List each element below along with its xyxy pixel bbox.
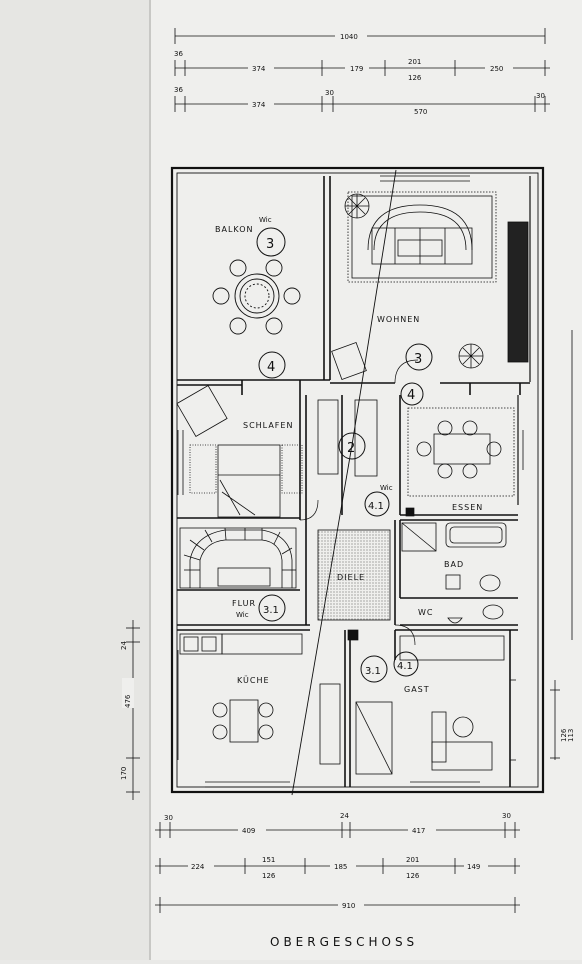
marker-wohnen-3: 3 — [414, 352, 422, 367]
right-dimensions — [550, 330, 573, 760]
room-labels: BALKON Wic WOHNEN SCHLAFEN ESSEN Wic BAD… — [215, 216, 483, 694]
balkon-table-set — [212, 259, 301, 335]
dim-top-r2-5: 250 — [490, 65, 503, 73]
dim-top-r3-4: 30 — [536, 92, 545, 100]
note-essen-wic: Wic — [380, 484, 393, 492]
marker-center-2: 2 — [347, 441, 355, 456]
dim-top-r3-1: 374 — [252, 101, 266, 109]
plant-icon — [344, 193, 484, 369]
section-lines — [291, 169, 397, 796]
dim-top-r2-3: 201 — [408, 58, 421, 66]
room-label-schlafen: SCHLAFEN — [243, 421, 293, 430]
marker-essen-41: 4.1 — [368, 501, 384, 512]
left-page — [0, 0, 152, 960]
marker-gast-41: 4.1 — [397, 661, 413, 672]
marker-wohnen-4: 4 — [407, 388, 415, 403]
kueche-furniture — [179, 633, 341, 765]
room-label-flur: FLUR — [232, 599, 256, 608]
dim-top-r3-2: 30 — [325, 89, 334, 97]
plan-title: OBERGESCHOSS — [270, 935, 418, 949]
dim-top-r2-1: 374 — [252, 65, 266, 73]
dim-bottom-r2-3: 185 — [334, 863, 347, 871]
room-label-wc: WC — [418, 608, 434, 617]
room-label-diele: DIELE — [337, 573, 365, 582]
dim-bottom-r1-3: 417 — [412, 827, 425, 835]
outer-walls — [170, 166, 545, 794]
bad-fixtures — [401, 522, 507, 592]
dim-top-r3-0: 36 — [174, 86, 183, 94]
note-flur-wic: Wic — [236, 611, 249, 619]
interior-walls — [177, 176, 530, 787]
diele-area — [317, 529, 391, 621]
dim-top-r2-2: 179 — [350, 65, 363, 73]
left-dimensions — [126, 620, 140, 800]
dim-total-top: 1040 — [340, 33, 358, 41]
dim-bottom-total: 910 — [342, 902, 355, 910]
staircase — [179, 527, 297, 589]
dim-left-1: 476 — [124, 694, 132, 708]
dim-bottom-r1-2: 24 — [340, 812, 349, 820]
dim-right-0: 113 — [567, 729, 575, 742]
doors — [299, 359, 419, 646]
dim-bottom-r2-5: 126 — [406, 872, 420, 880]
wohnen-furniture — [331, 191, 529, 381]
dim-bottom-r2-6: 149 — [467, 863, 480, 871]
dim-top-r2-4: 126 — [408, 74, 422, 82]
room-label-wohnen: WOHNEN — [377, 315, 420, 324]
dim-left-0: 24 — [120, 641, 128, 650]
dim-bottom-r2-1: 151 — [262, 856, 275, 864]
marker-schlafen-4: 4 — [267, 360, 275, 375]
wc-fixtures — [447, 604, 504, 624]
room-label-gast: GAST — [404, 685, 430, 694]
schlafen-furniture — [176, 384, 378, 518]
dim-bottom-r1-4: 30 — [502, 812, 511, 820]
paper — [150, 0, 582, 960]
essen-dining-set — [407, 407, 515, 497]
circled-markers — [256, 227, 433, 683]
windows — [177, 175, 524, 788]
marker-labels: 3 3 4 4 2 4.1 3.1 3.1 4.1 — [263, 237, 422, 677]
room-label-bad: BAD — [444, 560, 464, 569]
dim-left-2: 170 — [120, 767, 128, 780]
bottom-dimension-labels: 30 409 24 417 30 224 151 126 185 201 126… — [164, 812, 511, 910]
marker-kueche-31: 3.1 — [365, 666, 381, 677]
left-dimension-labels: 24 476 170 — [120, 641, 134, 780]
dim-bottom-r2-4: 201 — [406, 856, 419, 864]
dim-bottom-r2-0: 224 — [191, 863, 205, 871]
room-label-balkon: BALKON — [215, 225, 254, 234]
marker-balkon: 3 — [266, 237, 274, 252]
gast-furniture — [355, 635, 505, 775]
note-balkon-wic: Wic — [259, 216, 272, 224]
dim-bottom-r1-0: 30 — [164, 814, 173, 822]
right-dimension-labels: 113 126 — [560, 728, 575, 742]
room-label-essen: ESSEN — [452, 503, 483, 512]
dim-bottom-r1-1: 409 — [242, 827, 255, 835]
room-label-kueche: KÜCHE — [237, 675, 270, 685]
dim-bottom-r2-2: 126 — [262, 872, 276, 880]
top-dimension-labels: 1040 36 374 179 201 126 250 36 374 30 57… — [174, 30, 545, 116]
dim-top-r2-0: 36 — [174, 50, 183, 58]
dim-top-r3-3: 570 — [414, 108, 427, 116]
marker-flur-31: 3.1 — [263, 605, 279, 616]
dim-right-1: 126 — [560, 728, 568, 742]
